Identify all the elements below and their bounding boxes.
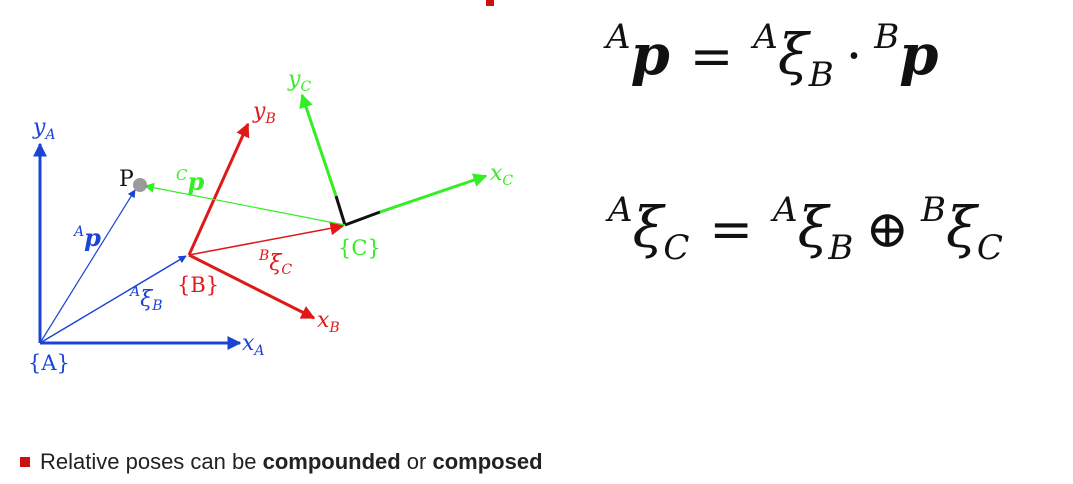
eq2-term2-superscript: B <box>920 190 946 230</box>
eq1-lhs-superscript: A <box>606 17 631 57</box>
eq2-term2-variable: ξ <box>945 196 977 261</box>
frame-c-origin-label: {C} <box>338 236 381 260</box>
pose-frames-diagram: P xA yA {A} Ap AξB yB xB {B} BξC yC xC {… <box>28 67 513 375</box>
vector-c-p <box>144 182 346 226</box>
eq1-term2-superscript: B <box>874 17 900 57</box>
bullet-point: Relative poses can be compounded or comp… <box>20 449 543 475</box>
frame-c-x-axis <box>379 173 488 214</box>
frame-a-x-label: xA <box>242 331 265 359</box>
frame-a-y-label: yA <box>32 115 56 143</box>
eq2-term1-superscript: A <box>773 190 798 230</box>
frame-b-y-axis <box>187 122 250 256</box>
eq1-equals: = <box>689 27 734 87</box>
frame-b-origin-label: {B} <box>177 273 219 297</box>
eq1-term1-variable: ξ <box>777 23 809 88</box>
bullet-text-compounded: compounded <box>262 449 401 474</box>
frame-b-x-label: xB <box>317 308 340 336</box>
eq2-oplus-operator: ⊕ <box>865 200 909 260</box>
equation-point-transform: Ap=AξB·Bp <box>606 17 939 95</box>
vector-b-xi-c-label: BξC <box>258 248 292 278</box>
vector-a-xi-b-label: AξB <box>128 284 163 314</box>
frame-c-y-axis-stub <box>334 195 347 226</box>
vector-c-p-label: Cp <box>176 166 204 196</box>
eq2-lhs-superscript: A <box>608 190 633 230</box>
eq2-term1-variable: ξ <box>797 196 829 261</box>
frame-a-origin-label: {A} <box>28 351 70 375</box>
eq2-lhs-variable: ξ <box>632 196 664 261</box>
eq2-term2-subscript: C <box>976 228 1003 268</box>
point-p-marker <box>133 178 147 192</box>
eq2-lhs-subscript: C <box>663 228 690 268</box>
eq1-term2-variable: p <box>899 22 939 88</box>
eq1-dot-operator: · <box>845 27 863 87</box>
eq1-term1-subscript: B <box>808 55 834 95</box>
frame-c-x-axis-stub <box>344 210 381 227</box>
vector-a-xi-b <box>39 255 187 344</box>
vector-a-p <box>39 189 136 344</box>
frame-b-x-axis <box>188 253 316 320</box>
frame-c-y-axis <box>299 93 338 197</box>
eq1-lhs-variable: p <box>630 22 670 88</box>
frame-c-x-label: xC <box>490 161 513 189</box>
bullet-text-middle: or <box>400 449 433 474</box>
eq1-term1-superscript: A <box>753 17 778 57</box>
vector-b-xi-c <box>188 221 345 256</box>
point-p-label: P <box>119 167 134 192</box>
frame-c-y-label: yC <box>287 67 311 95</box>
bullet-square-icon <box>20 457 30 467</box>
eq2-term1-subscript: B <box>828 228 854 268</box>
frame-b-y-label: yB <box>252 99 276 127</box>
vector-a-p-label: Ap <box>72 223 101 252</box>
equation-pose-composition: AξC=AξB⊕BξC <box>608 190 1003 268</box>
eq2-equals: = <box>709 200 753 260</box>
bullet-text-prefix: Relative poses can be <box>40 449 263 474</box>
bullet-text-composed: composed <box>432 449 543 474</box>
title-fragment <box>486 0 494 6</box>
